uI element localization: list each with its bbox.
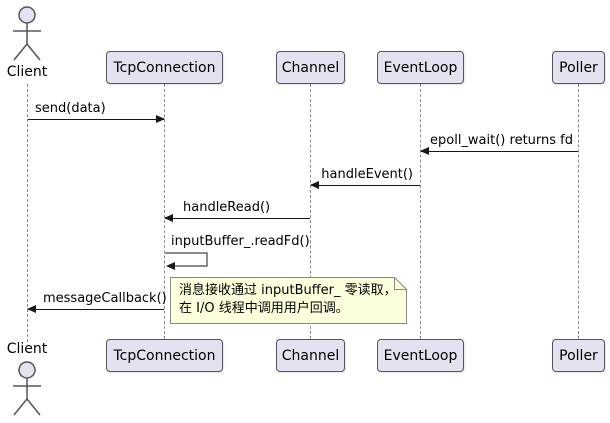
participant-channel-top: Channel (276, 51, 345, 84)
note: 消息接收通过 inputBuffer_ 零读取， 在 I/O 线程中调用用户回调… (170, 277, 407, 324)
message-arrow-epoll-wait (420, 147, 578, 155)
lifeline-eventloop (420, 84, 421, 339)
arrowhead-left-icon (164, 214, 173, 222)
message-label-handle-event: handleEvent() (321, 167, 413, 182)
message-arrow-handle-event (310, 181, 420, 189)
lifeline-poller (578, 84, 579, 339)
arrowhead-left-icon (166, 262, 175, 270)
message-label-epoll-wait: epoll_wait() returns fd (430, 133, 573, 148)
lifeline-channel (310, 84, 311, 339)
participant-channel-bottom: Channel (276, 339, 345, 372)
participant-poller-top: Poller (552, 51, 605, 84)
lifeline-tcpconnection (164, 84, 165, 339)
participant-eventloop-top: EventLoop (377, 51, 464, 84)
arrowhead-left-icon (310, 181, 319, 189)
lifeline-client (27, 84, 28, 342)
arrowhead-left-icon (420, 147, 429, 155)
message-arrow-send-data (28, 115, 165, 123)
participant-poller-bottom: Poller (552, 339, 605, 372)
note-line-2: 在 I/O 线程中调用用户回调。 (179, 301, 349, 316)
participant-label: TcpConnection (113, 347, 216, 364)
arrowhead-right-icon (156, 115, 165, 123)
participant-label: Channel (281, 347, 340, 364)
participant-label: TcpConnection (113, 59, 216, 76)
note-fold-icon (394, 277, 407, 290)
participant-label: EventLoop (383, 347, 458, 364)
participant-label: Poller (559, 59, 598, 76)
message-arrow-self-readfd (165, 252, 208, 270)
message-arrow-handle-read (164, 214, 310, 222)
participant-label: Channel (281, 59, 340, 76)
message-label-input-buffer-readfd: inputBuffer_.readFd() (171, 234, 310, 249)
actor-client-label-top: Client (6, 64, 48, 80)
note-text: 消息接收通过 inputBuffer_ 零读取， 在 I/O 线程中调用用户回调… (179, 282, 397, 318)
message-label-handle-read: handleRead() (183, 200, 271, 215)
participant-tcpconnection-bottom: TcpConnection (106, 339, 223, 372)
message-arrow-message-callback (27, 305, 164, 313)
actor-client-figure-bottom (13, 361, 41, 416)
message-label-send-data: send(data) (35, 101, 106, 116)
note-shape (170, 277, 407, 324)
participant-tcpconnection-top: TcpConnection (106, 51, 223, 84)
actor-client-figure-top (13, 6, 41, 61)
message-label-message-callback: messageCallback() (43, 291, 167, 306)
arrowhead-left-icon (27, 305, 36, 313)
participant-label: EventLoop (383, 59, 458, 76)
participant-label: Poller (559, 347, 598, 364)
actor-client-label-bottom: Client (6, 341, 48, 357)
participant-eventloop-bottom: EventLoop (377, 339, 464, 372)
note-line-1: 消息接收通过 inputBuffer_ 零读取， (179, 283, 397, 298)
